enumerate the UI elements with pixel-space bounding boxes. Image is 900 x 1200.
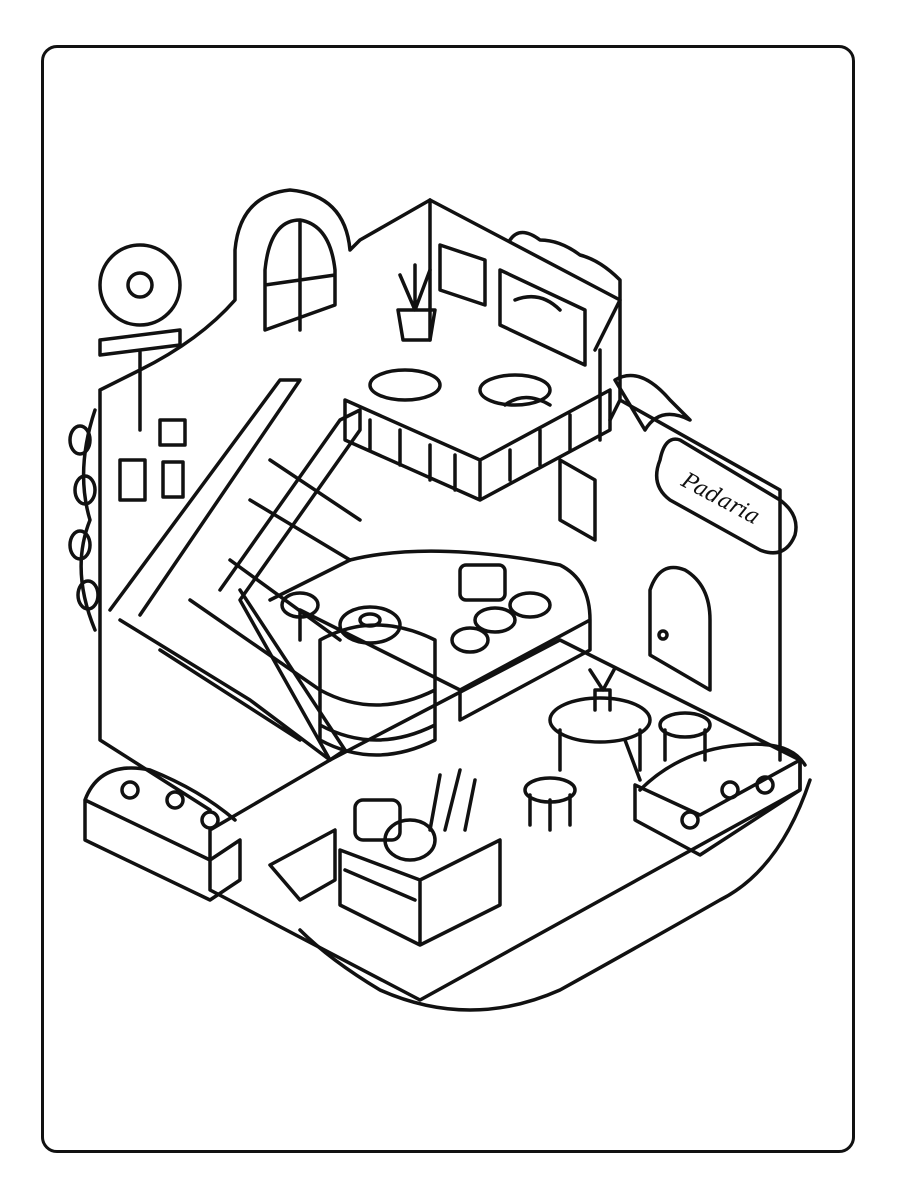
left-planter <box>83 766 242 902</box>
cafe-table <box>548 696 652 744</box>
vine <box>79 408 97 632</box>
display-counter <box>268 549 592 722</box>
donut-icon <box>338 605 402 645</box>
arched-window <box>263 218 337 332</box>
floor-base <box>208 638 802 1002</box>
stair-railing <box>218 408 362 762</box>
right-planter <box>633 742 807 857</box>
wall-picture <box>158 418 187 447</box>
door <box>648 565 712 692</box>
padaria-sign <box>654 437 798 555</box>
ground-patch <box>298 778 812 1012</box>
wall-picture <box>161 460 185 499</box>
mezzanine-table <box>368 368 442 402</box>
croissant-picture <box>498 268 587 367</box>
donut-stand <box>318 623 437 757</box>
bread-picture <box>438 243 487 307</box>
croissant-icon <box>503 395 552 407</box>
door-knob <box>657 629 669 641</box>
page-border <box>41 45 855 1153</box>
mezzanine-table <box>478 373 552 407</box>
potted-plant <box>396 263 437 342</box>
baguettes <box>428 768 477 832</box>
flower-vase <box>588 666 617 712</box>
menu-board <box>558 458 597 542</box>
wall-picture <box>118 458 147 502</box>
cash-register <box>458 563 507 602</box>
padaria-sign-text: Padaria <box>676 468 764 530</box>
left-wall <box>98 188 432 812</box>
stool <box>658 711 712 739</box>
rug <box>268 828 337 902</box>
mezzanine <box>343 388 612 502</box>
garland <box>508 230 622 352</box>
awning <box>613 373 692 432</box>
donut-sign-icon <box>98 243 182 327</box>
bread-crate <box>338 838 502 947</box>
